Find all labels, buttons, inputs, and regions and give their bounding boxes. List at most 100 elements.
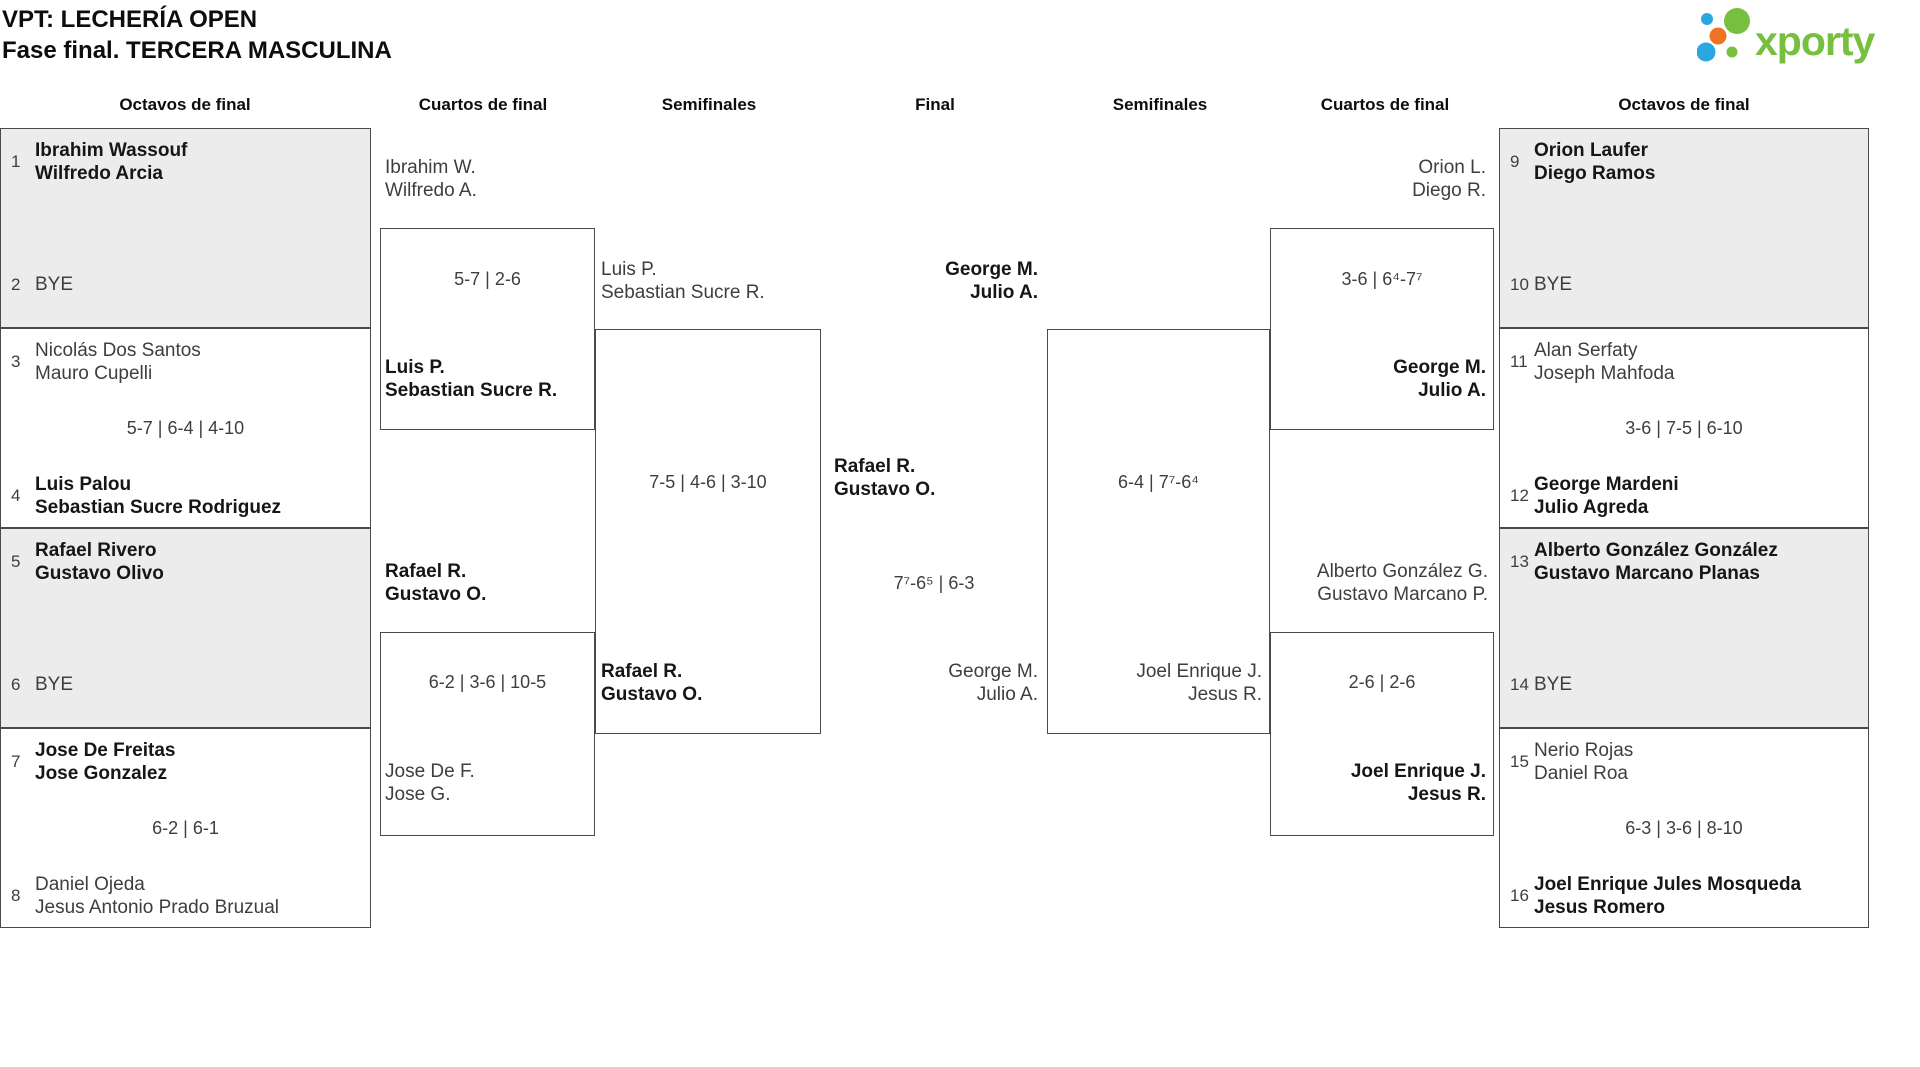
team-name: Rafael Rivero	[35, 540, 157, 561]
qf-right-2-team-a: Alberto González G. Gustavo Marcano P.	[1270, 560, 1488, 606]
team-name: Julio Agreda	[1534, 497, 1649, 518]
team-name: Daniel Roa	[1534, 763, 1628, 784]
qf-right-bottom-box	[1270, 632, 1494, 836]
team-name: Sebastian Sucre Rodriguez	[35, 497, 282, 518]
team-name: Jose Gonzalez	[35, 763, 167, 784]
qf-left-bottom-box	[380, 632, 595, 836]
team-name: Diego Ramos	[1534, 163, 1656, 184]
seed-number: 2	[11, 274, 21, 294]
seed-number: 15	[1510, 752, 1529, 771]
qf-left-2-team-a: Rafael R. Gustavo O.	[385, 560, 486, 606]
team-name: Luis P.	[601, 259, 657, 280]
match-score: 2-6 | 2-6	[1348, 672, 1416, 692]
xporty-logo-text: xporty	[1755, 18, 1876, 64]
seed-number: 4	[11, 486, 21, 505]
team-name: Orion Laufer	[1534, 140, 1649, 161]
team-name: Rafael R.	[385, 561, 467, 582]
team-name: Jose De Freitas	[35, 740, 176, 761]
team-name: Julio A.	[976, 684, 1038, 705]
team-name: Orion L.	[1418, 157, 1486, 178]
seed-number: 11	[1510, 352, 1528, 371]
xporty-logo[interactable]: xporty	[1696, 6, 1909, 77]
match-score: 3-6 | 7-5 | 6-10	[1625, 418, 1743, 438]
match-box-seeds-1-2: 1 Ibrahim Wassouf Wilfredo Arcia 2 BYE	[0, 128, 371, 328]
team-name: Diego R.	[1412, 180, 1486, 201]
round-header-semis-left: Semifinales	[661, 95, 757, 114]
phase-category: Fase final. TERCERA MASCULINA	[2, 37, 392, 64]
team-name: Luis P.	[385, 357, 445, 378]
final-team-b: George M. Julio A.	[821, 660, 1038, 706]
team-name: BYE	[35, 674, 74, 695]
qf-right-top-box	[1270, 228, 1494, 430]
team-name: Rafael R.	[834, 456, 916, 477]
round-header-octavos-left: Octavos de final	[119, 95, 251, 114]
page-title: VPT: LECHERÍA OPEN Fase final. TERCERA M…	[2, 4, 392, 66]
team-name: George M.	[1393, 357, 1486, 378]
seed-number: 13	[1510, 552, 1529, 571]
team-name: Luis Palou	[35, 474, 132, 495]
sf-left-box	[595, 329, 821, 734]
team-name: Sebastian Sucre R.	[601, 282, 765, 303]
qf-left-1-team-a: Ibrahim W. Wilfredo A.	[385, 156, 477, 202]
seed-number: 10	[1510, 274, 1529, 294]
match-score: 5-7 | 2-6	[454, 269, 521, 289]
team-name: Jesus Antonio Prado Bruzual	[35, 897, 279, 918]
sf-left-team-a: Luis P. Sebastian Sucre R.	[601, 258, 765, 304]
round-header-cuartos-right: Cuartos de final	[1320, 95, 1450, 114]
seed-number: 14	[1510, 674, 1529, 694]
qf-right-1-team-a: Orion L. Diego R.	[1270, 156, 1486, 202]
team-name: Julio A.	[1418, 380, 1486, 401]
seed-number: 16	[1510, 886, 1529, 905]
team-name: Gustavo Olivo	[35, 563, 164, 584]
seed-number: 12	[1510, 486, 1529, 505]
round-header-semis-right: Semifinales	[1112, 95, 1208, 114]
round-header-cuartos-left: Cuartos de final	[418, 95, 548, 114]
team-name: BYE	[1534, 674, 1573, 695]
match-box-seeds-9-10: 9 Orion Laufer Diego Ramos 10 BYE	[1499, 128, 1869, 328]
team-name: Gustavo Marcano P.	[1317, 584, 1488, 605]
team-name: BYE	[35, 274, 74, 295]
team-name: Gustavo Marcano Planas	[1534, 563, 1760, 584]
team-name: Nicolás Dos Santos	[35, 340, 201, 361]
match-score: 6-2 | 3-6 | 10-5	[428, 672, 547, 692]
team-name: Ibrahim Wassouf	[35, 140, 188, 161]
team-name: Alberto González G.	[1316, 561, 1488, 582]
seed-number: 9	[1510, 152, 1520, 171]
team-name: Mauro Cupelli	[35, 363, 153, 384]
sf-right-team-a: George M. Julio A.	[821, 258, 1038, 304]
team-name: BYE	[1534, 274, 1573, 295]
final-score: 7⁷-6⁵ | 6-3	[893, 573, 975, 593]
match-box-seeds-15-16: 15 Nerio Rojas Daniel Roa 6-3 | 3-6 | 8-…	[1499, 728, 1869, 928]
qf-left-2-team-b: Jose De F. Jose G.	[385, 760, 475, 806]
final-team-a: Rafael R. Gustavo O.	[834, 455, 935, 501]
match-score: 6-2 | 6-1	[152, 818, 219, 838]
team-name: Jose De F.	[385, 761, 475, 782]
match-box-seeds-7-8: 7 Jose De Freitas Jose Gonzalez 6-2 | 6-…	[0, 728, 371, 928]
match-score: 7-5 | 4-6 | 3-10	[649, 472, 767, 492]
sf-right-team-b: Joel Enrique J. Jesus R.	[1047, 660, 1262, 706]
team-name: Joel Enrique J.	[1350, 761, 1486, 782]
team-name: Jesus R.	[1407, 784, 1486, 805]
match-score: 5-7 | 6-4 | 4-10	[126, 418, 245, 438]
sf-right-box	[1047, 329, 1270, 734]
qf-left-1-team-b: Luis P. Sebastian Sucre R.	[385, 356, 557, 402]
match-box-seeds-3-4: 3 Nicolás Dos Santos Mauro Cupelli 5-7 |…	[0, 328, 371, 528]
seed-number: 3	[11, 352, 21, 371]
xporty-logo-icon: xporty	[1696, 8, 1877, 64]
team-name: Wilfredo A.	[385, 180, 477, 201]
seed-number: 8	[11, 886, 21, 905]
team-name: Gustavo O.	[385, 584, 487, 605]
team-name: Rafael R.	[601, 661, 683, 682]
team-name: Gustavo O.	[601, 684, 703, 705]
qf-right-1-team-b: George M. Julio A.	[1270, 356, 1486, 402]
team-name: Julio A.	[970, 282, 1038, 303]
team-name: Alan Serfaty	[1534, 340, 1638, 361]
tournament-name: VPT: LECHERÍA OPEN	[2, 6, 258, 33]
match-box-seeds-13-14: 13 Alberto González González Gustavo Mar…	[1499, 528, 1869, 728]
match-box-seeds-11-12: 11 Alan Serfaty Joseph Mahfoda 3-6 | 7-5…	[1499, 328, 1869, 528]
team-name: Gustavo O.	[834, 479, 936, 500]
seed-number: 7	[11, 752, 21, 771]
team-name: George M.	[948, 661, 1038, 682]
team-name: Nerio Rojas	[1534, 740, 1634, 761]
team-name: Joseph Mahfoda	[1534, 363, 1675, 384]
